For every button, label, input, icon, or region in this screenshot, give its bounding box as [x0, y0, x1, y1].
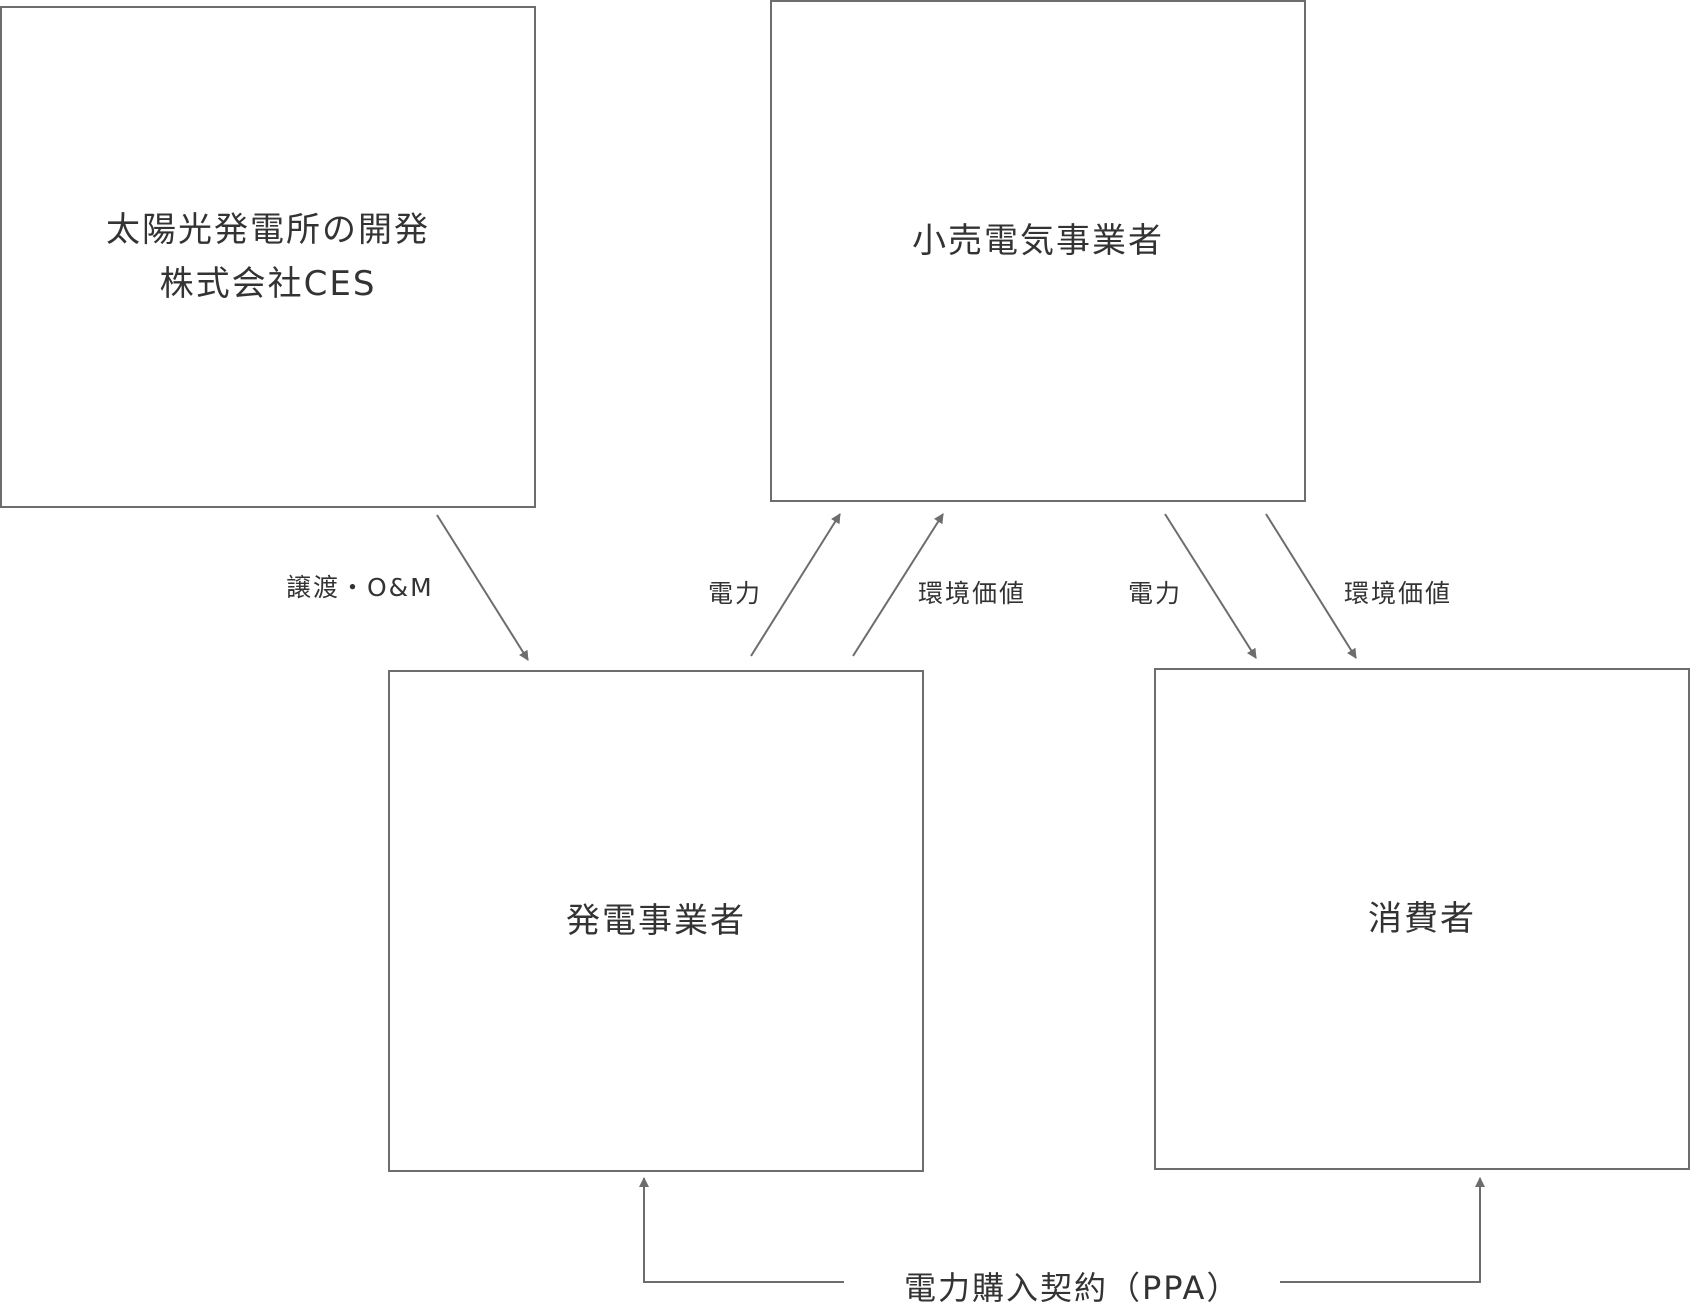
gen-to-retail-power-label: 電力	[708, 579, 763, 608]
developer-company: 株式会社CES	[159, 264, 377, 304]
retail-to-consumer-power-label: 電力	[1128, 579, 1183, 608]
developer-title: 太陽光発電所の開発	[106, 210, 430, 250]
transfer-om-label: 譲渡・O&M	[286, 573, 434, 602]
arrow-retail-to-consumer-power	[1164, 513, 1257, 659]
developer-box: 太陽光発電所の開発 株式会社CES	[0, 6, 536, 508]
retailer-box: 小売電気事業者	[770, 0, 1306, 502]
consumer-box: 消費者	[1154, 668, 1690, 1170]
arrow-retail-to-consumer-env	[1265, 513, 1357, 659]
retailer-title: 小売電気事業者	[912, 221, 1164, 261]
generator-box: 発電事業者	[388, 670, 924, 1172]
gen-to-retail-env-label: 環境価値	[918, 579, 1027, 608]
ppa-label: 電力購入契約（PPA）	[904, 1269, 1241, 1307]
consumer-title: 消費者	[1368, 899, 1476, 939]
retail-to-consumer-env-label: 環境価値	[1344, 579, 1453, 608]
arrow-gen-to-retail-env	[852, 513, 944, 657]
arrow-transfer-om	[436, 514, 529, 661]
arrow-ppa-to-consumer	[1280, 1177, 1485, 1283]
generator-title: 発電事業者	[566, 901, 746, 941]
arrow-ppa-to-generator	[639, 1177, 844, 1283]
arrow-gen-to-retail-power	[750, 513, 841, 657]
